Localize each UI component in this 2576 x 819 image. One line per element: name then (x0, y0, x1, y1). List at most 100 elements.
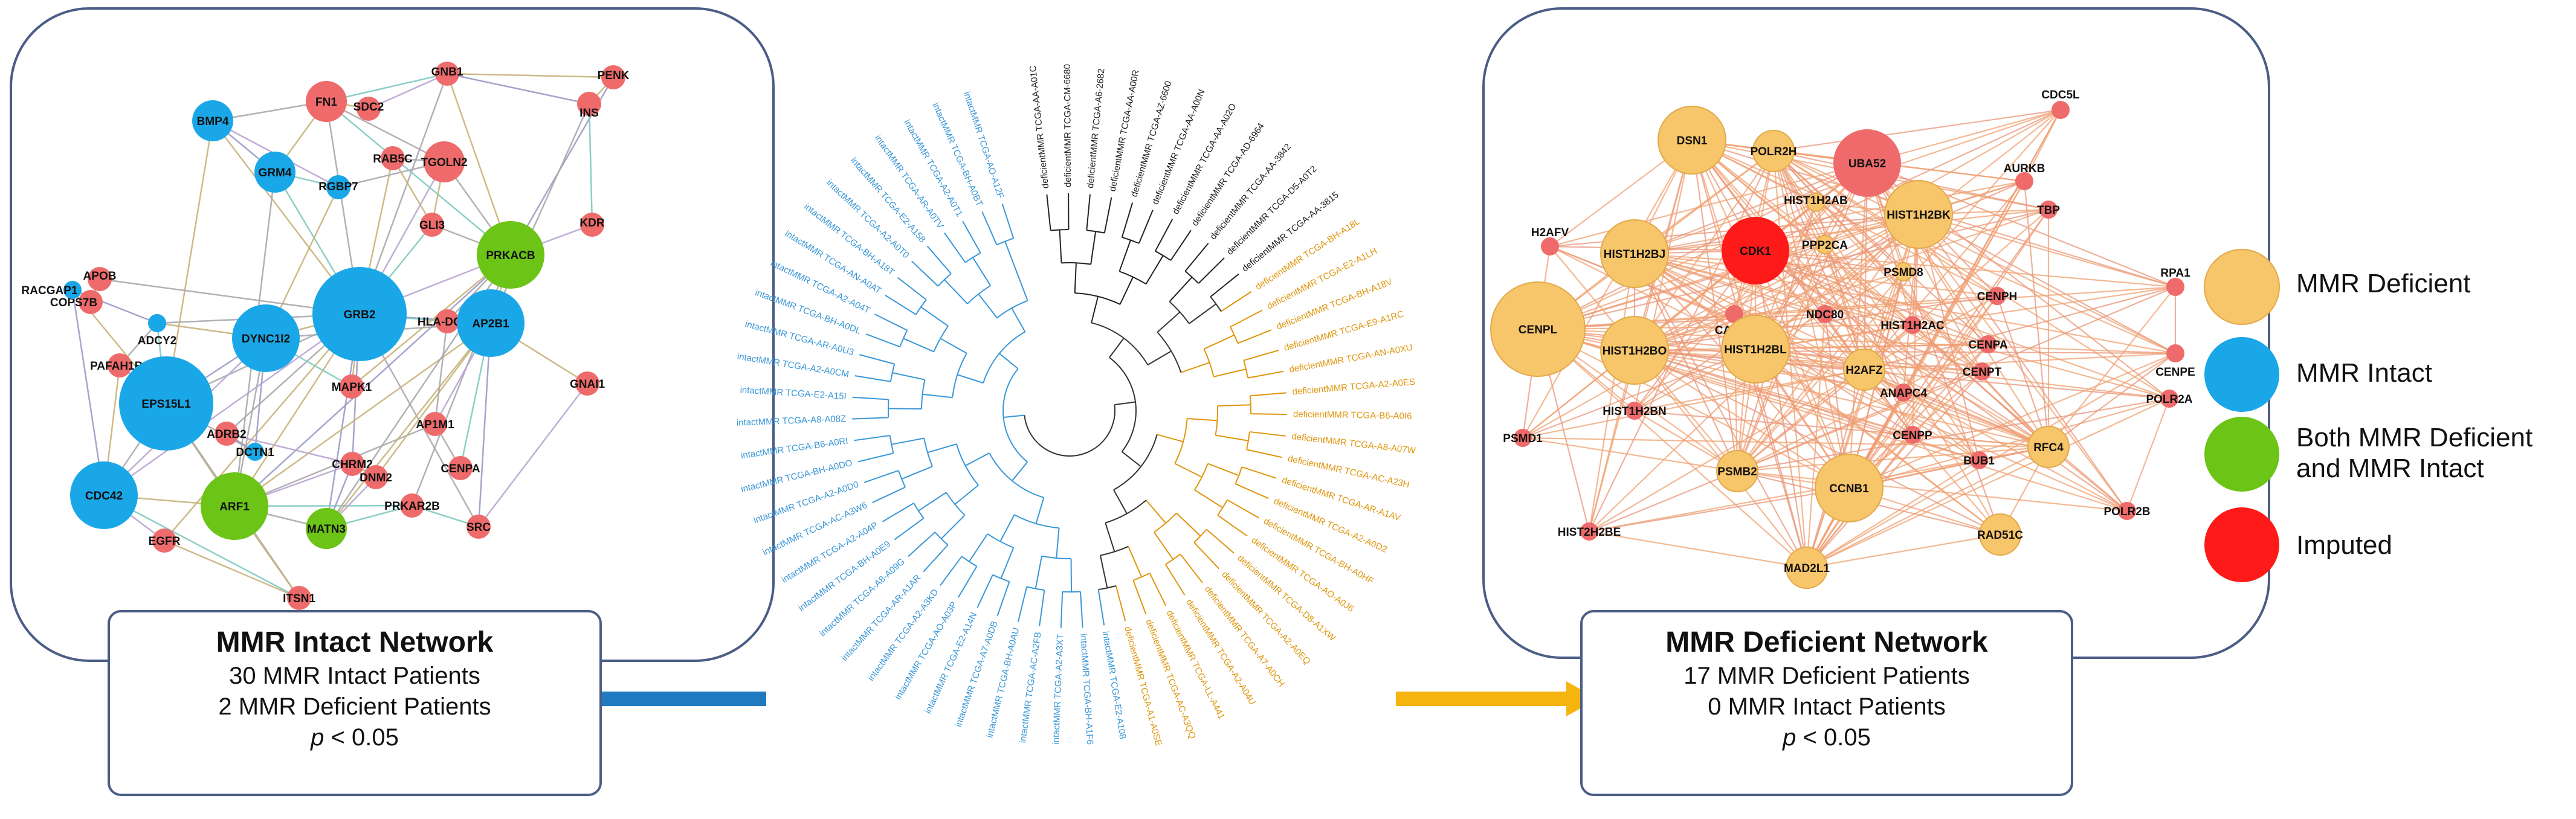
network-edge (1806, 446, 2049, 568)
node-label: CCNB1 (1829, 483, 1869, 495)
dendrogram-branch (1035, 497, 1045, 524)
dendrogram-leaf-label: deficientMMR TCGA-A6-2682 (1085, 68, 1107, 189)
node-label: TGOLN2 (421, 156, 467, 169)
node-label: PPP2CA (1802, 239, 1848, 252)
network-edge (2126, 398, 2171, 512)
node-circle (1988, 287, 2006, 305)
dendrogram-branch (1128, 546, 1143, 577)
node-circle (364, 465, 388, 489)
node-label: CENPA (1968, 339, 2007, 352)
node-circle (1970, 451, 1988, 469)
node-label: SRC (466, 521, 491, 534)
network-edge (1806, 398, 2170, 568)
network-edge (1634, 253, 1807, 568)
dendrogram-branch (911, 260, 938, 287)
network-edge (368, 72, 448, 110)
network-edge (1737, 470, 2128, 512)
legend (2204, 249, 2280, 582)
network-node: CENPP (1893, 426, 1932, 444)
dendrogram-branch (927, 443, 957, 454)
network-node: TBP (2037, 201, 2060, 219)
dendrogram-branch (996, 581, 1010, 616)
network-edge (1806, 371, 1983, 568)
dendrogram-branch (908, 532, 936, 557)
node-circle (1884, 180, 1953, 249)
node-circle (577, 92, 601, 116)
node-label: ADRB2 (207, 428, 246, 441)
network-edge (1634, 208, 2049, 255)
network-node: APOB (83, 267, 116, 291)
node-circle (306, 81, 347, 122)
network-edge (326, 100, 445, 163)
network-edge (1634, 162, 1868, 255)
dendrogram-arc (1243, 360, 1249, 378)
network-node: CENPA (441, 456, 480, 480)
dendrogram-branch (857, 452, 894, 463)
dendrogram-arc (1210, 296, 1222, 312)
network-node: CDC42 (70, 461, 138, 529)
node-circle (1725, 305, 1743, 323)
dendrogram-arc (996, 237, 1014, 246)
network-node: GNAI1 (570, 371, 605, 396)
network-node: CENPE (2155, 344, 2195, 379)
node-label: AP2B1 (472, 318, 509, 330)
network-edge (2023, 181, 2050, 448)
node-circle (1786, 547, 1828, 589)
dendrogram-leaf-label: intactMMR TCGA-A2-A04P (780, 520, 879, 585)
dendrogram-arc (1002, 368, 1028, 463)
deficient-network-title: MMR Deficient Network (1665, 626, 1988, 658)
dendrogram-branch (882, 503, 914, 522)
network-node: INS (577, 92, 601, 120)
node-label: HIST1H2AB (1784, 194, 1848, 207)
network-edge (1755, 343, 1989, 350)
dendrogram-branch (944, 279, 968, 304)
network-edge (1589, 487, 1850, 533)
network-node: CDC5L (2041, 89, 2080, 119)
node-circle (148, 314, 166, 332)
dendrogram-branch (854, 375, 891, 382)
node-label: GRM4 (259, 167, 292, 179)
network-node: ADRB2 (207, 422, 247, 446)
dendrogram-branch (1221, 291, 1252, 312)
dendrogram-branch (1238, 329, 1272, 344)
node-circle (2166, 278, 2184, 296)
dendrogram-arc (899, 330, 908, 347)
node-label: DCTN1 (236, 446, 274, 459)
dendrogram-branch (1091, 296, 1099, 323)
legend-label-deficient: MMR Deficient (2296, 269, 2471, 298)
network-edge (1848, 352, 2176, 489)
node-circle (400, 493, 424, 518)
network-node: GRM4 (254, 152, 295, 193)
network-node: POLR2B (2103, 502, 2151, 520)
node-circle (1815, 235, 1835, 254)
node-label: GLI3 (419, 219, 445, 232)
network-node: H2AFZ (1843, 348, 1885, 391)
legend-swatch (2204, 417, 2279, 492)
node-label: INS (579, 107, 599, 120)
dendrogram-branch (940, 556, 963, 586)
dendrogram-arc (889, 435, 894, 454)
dendrogram-branch (976, 574, 993, 608)
network-edge (1755, 249, 1989, 345)
dendrogram-branch (901, 466, 933, 480)
dendrogram-branch (1060, 591, 1064, 628)
network-node: TGOLN2 (421, 141, 468, 182)
node-circle (1600, 219, 1669, 288)
dendrogram-arc (913, 503, 925, 519)
network-node: MAPK1 (332, 374, 372, 399)
node-circle (357, 97, 381, 121)
network-node: BMP4 (192, 100, 233, 141)
network-node: PENK (598, 65, 630, 89)
node-label: PRKAR2B (384, 500, 440, 513)
legend-label-both-line1: Both MMR Deficient (2296, 423, 2533, 452)
node-circle (1815, 454, 1884, 522)
network-edge (1912, 324, 2049, 448)
network-node: MATN3 (306, 508, 347, 549)
network-node: PSMD8 (1884, 262, 1923, 281)
dendrogram-branch (1169, 277, 1193, 303)
dendrogram-branch (854, 435, 890, 442)
node-circle (466, 515, 491, 539)
dendrogram-branch (1241, 466, 1277, 479)
dendrogram-leaf-label: deficientMMR TCGA-A8-A07W (1291, 431, 1417, 456)
node-label: H2AFV (1531, 226, 1569, 239)
